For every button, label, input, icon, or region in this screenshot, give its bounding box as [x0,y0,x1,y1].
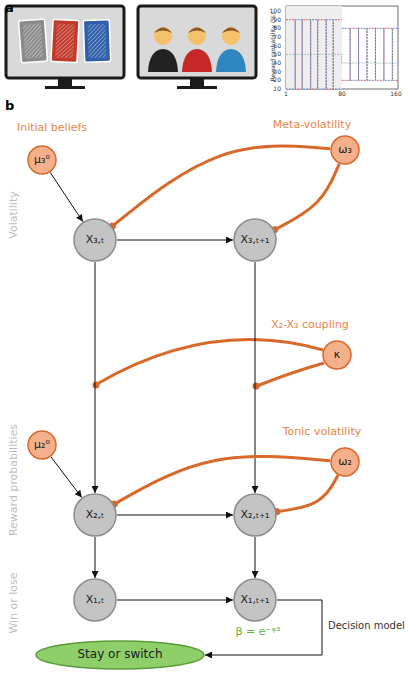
node-fill [28,431,56,459]
node-label: X₂,ₜ₊₁ [241,509,270,521]
state-circle: X₃,ₜ₊₁ [233,218,277,262]
dependency-arrow [95,537,96,578]
node-label: ω₂ [338,456,352,468]
axis-text: 80 [273,25,281,32]
parameter-circle: μ₂⁰ [27,430,57,460]
dependency-arrow [117,515,233,516]
annotation: X₂-X₃ coupling [271,319,349,331]
annotation: Meta-volatility [273,119,351,131]
annotation: Win or lose [8,572,20,633]
dependency-arrow [255,537,256,578]
node-label: Stay or switch [78,648,163,661]
node-label: μ₂⁰ [34,439,50,451]
annotation: Reward probabilities [8,424,20,536]
axis-text: 70 [273,34,281,41]
node-label: X₁,ₜ [86,594,105,606]
dependency-arrow [117,600,233,601]
axis-text: 90 [273,16,281,23]
node-fill [74,494,116,536]
panel-letter: a [5,1,14,15]
node-fill [331,448,359,476]
axis-text: 80 [338,91,346,98]
axis-text: 60 [273,42,281,49]
decision-ellipse: Stay or switch [35,640,205,670]
axis-text: 30 [273,68,281,75]
monitor-cards [6,6,124,89]
node-fill [323,341,351,369]
state-circle: X₂,ₜ [73,493,117,537]
axis-text: 160 [390,91,401,98]
parameter-circle: κ [322,340,352,370]
annotation: β = e⁻ᵠ³ [236,626,281,638]
modulation-curve [114,456,330,504]
node-label: X₁,ₜ₊₁ [241,594,270,606]
state-circle: X₁,ₜ₊₁ [233,578,277,622]
node-label: μ₃⁰ [34,154,50,166]
monitor-advisers [138,6,256,89]
modulation-curve [275,164,340,230]
annotation: Tonic volatility [283,426,362,438]
annotation: Volatility [8,191,20,239]
modulation-curve [277,475,338,512]
node-label: ω₃ [338,144,352,156]
node-fill [234,494,276,536]
node-fill [234,579,276,621]
node-label: X₃,ₜ [86,234,105,246]
coupling-curves [93,340,325,390]
dependency-arrow [95,262,96,493]
axis-text: 1 [284,91,288,98]
dependency-arrow [50,173,83,222]
node-label: X₂,ₜ [86,509,105,521]
state-circle: X₂,ₜ₊₁ [233,493,277,537]
parameter-circle: ω₂ [330,447,360,477]
modulation-curve [112,146,330,226]
node-fill [331,136,359,164]
axis-text: 40 [273,60,281,67]
axis-text: 100 [270,8,281,15]
axis-text: 20 [273,77,281,84]
node-fill [74,219,116,261]
annotation: Initial beliefs [17,122,87,134]
state-circle: X₃,ₜ [73,218,117,262]
dependency-arrow [255,262,256,493]
dependency-arrow [51,457,82,498]
panel-letter: b [5,99,14,113]
node-fill [74,579,116,621]
dependency-arrow [117,240,233,241]
state-circle: X₁,ₜ [73,578,117,622]
parameter-circle: ω₃ [330,135,360,165]
axis-text: 50 [273,51,281,58]
node-label: X₃,ₜ₊₁ [241,234,270,246]
reward-chart [286,6,398,89]
parameter-circle: μ₃⁰ [27,145,57,175]
node-fill [28,146,56,174]
axis-text: 10 [273,86,281,93]
node-label: κ [334,349,340,361]
edge-label: Decision model [328,620,405,631]
node-fill [234,219,276,261]
node-fill [36,641,204,669]
